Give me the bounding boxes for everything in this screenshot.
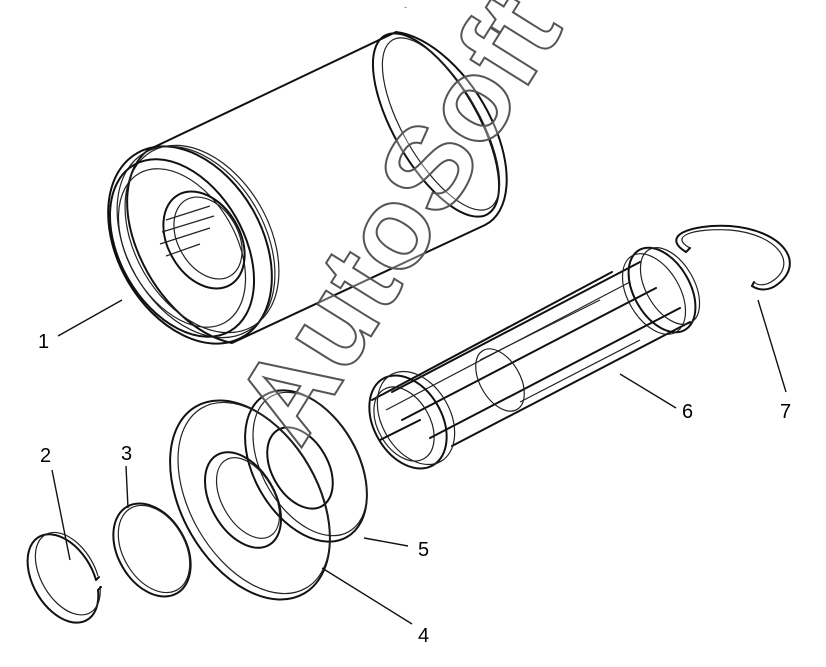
part-5-washer bbox=[244, 389, 368, 543]
callout-6: 6 bbox=[682, 401, 693, 423]
callout-7: 7 bbox=[780, 401, 791, 423]
leader-1 bbox=[57, 299, 123, 337]
leader-lines bbox=[51, 299, 787, 625]
callout-2: 2 bbox=[40, 445, 51, 467]
part-7-c-clip bbox=[675, 224, 791, 291]
part-4-mesh-seal bbox=[169, 399, 331, 601]
watermark-text: AutoSoft bbox=[210, 0, 586, 464]
callout-5: 5 bbox=[418, 539, 429, 561]
leader-7 bbox=[757, 299, 787, 393]
leader-2 bbox=[51, 469, 71, 561]
stray-mark: - bbox=[404, 2, 407, 12]
leader-5 bbox=[363, 537, 409, 547]
callout-3: 3 bbox=[121, 443, 132, 465]
callout-4: 4 bbox=[418, 625, 429, 647]
callout-labels: 1 2 3 4 5 6 7 bbox=[38, 331, 791, 647]
part-3-o-ring bbox=[112, 502, 192, 598]
part-6-support-cage bbox=[368, 246, 701, 470]
part-1-filter-housing bbox=[107, 31, 508, 345]
part-2-snap-ring bbox=[26, 531, 102, 624]
leader-4 bbox=[321, 567, 413, 625]
leader-6 bbox=[619, 373, 677, 409]
callout-1: 1 bbox=[38, 331, 49, 353]
leader-3 bbox=[125, 465, 129, 509]
